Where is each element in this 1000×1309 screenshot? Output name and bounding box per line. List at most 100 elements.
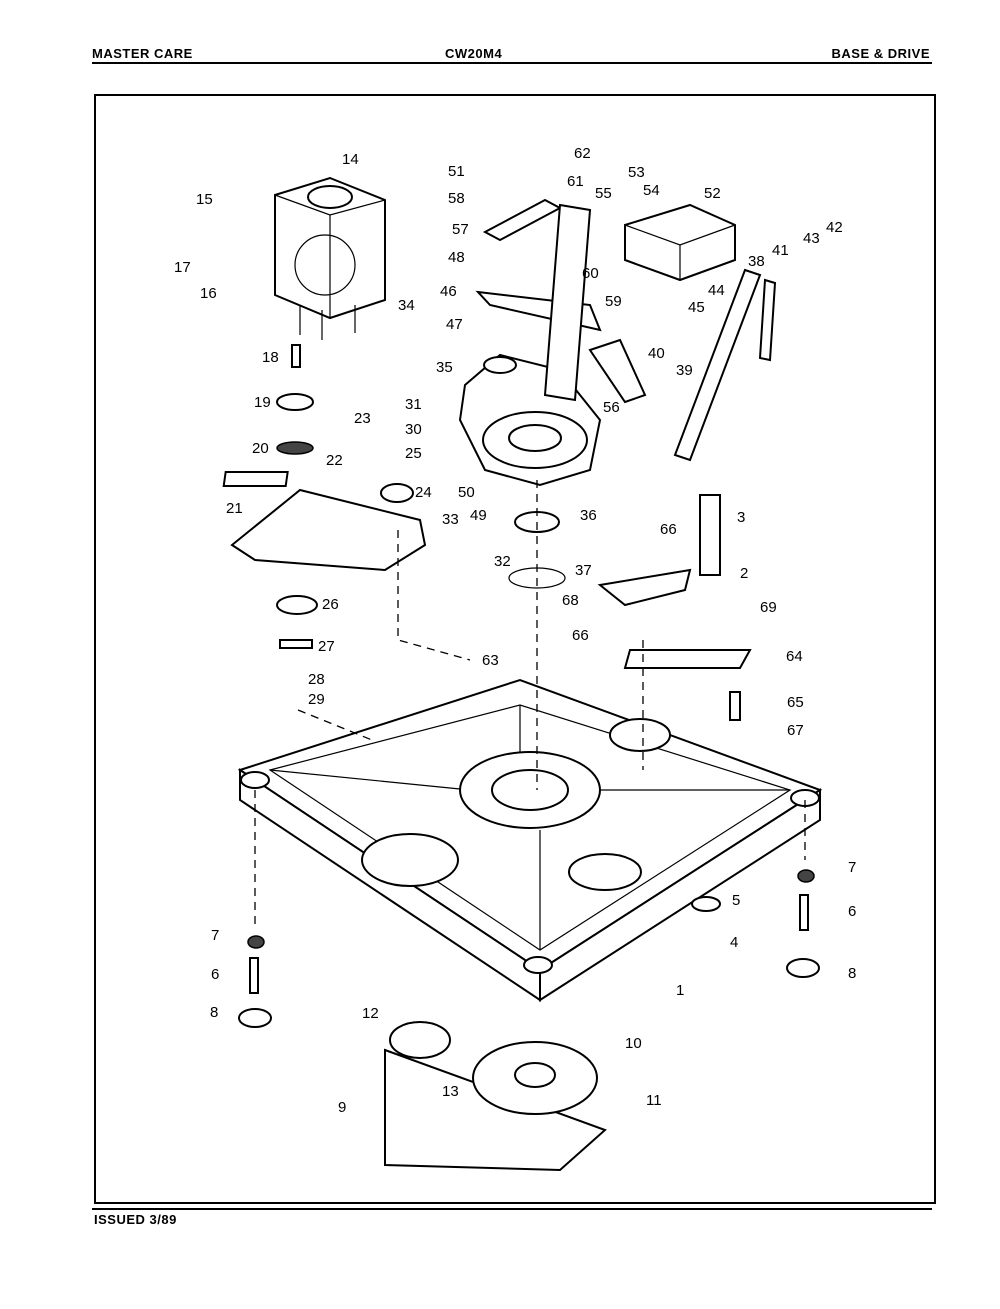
callout-49: 49: [470, 507, 487, 524]
arm-41: [758, 278, 777, 362]
callout-63: 63: [482, 652, 499, 669]
callout-18: 18: [262, 349, 279, 366]
callout-36: 36: [580, 507, 597, 524]
callout-44: 44: [708, 282, 725, 299]
transmission-housing: [458, 353, 602, 487]
nut-7-right: [797, 869, 815, 883]
callout-56: 56: [603, 399, 620, 416]
callout-27: 27: [318, 638, 335, 655]
callout-43: 43: [803, 230, 820, 247]
callout-12: 12: [362, 1005, 379, 1022]
callout-5: 5: [732, 892, 740, 909]
callout-6b: 6: [848, 903, 856, 920]
spring-65: [729, 691, 741, 721]
bracket-64: [623, 649, 752, 669]
callout-31: 31: [405, 396, 422, 413]
callout-45: 45: [688, 299, 705, 316]
grommet-24: [380, 483, 414, 503]
callout-11: 11: [646, 1092, 662, 1109]
callout-20: 20: [252, 440, 269, 457]
link-bar: [543, 203, 592, 402]
pulley-12: [389, 1021, 451, 1059]
callout-13: 13: [442, 1083, 459, 1100]
bracket-56: [588, 338, 647, 404]
center-line-motor: [397, 530, 471, 661]
callout-48: 48: [448, 249, 465, 266]
motor-mounting-plate: [230, 488, 427, 572]
callout-38: 38: [748, 253, 765, 270]
callout-17: 17: [174, 259, 191, 276]
callout-37: 37: [575, 562, 592, 579]
pulley-hub-26: [276, 595, 318, 615]
callout-68: 68: [562, 592, 579, 609]
pin-18: [291, 344, 301, 368]
callout-23: 23: [354, 410, 371, 427]
callout-29: 29: [308, 691, 325, 708]
foot-8-left: [238, 1008, 272, 1028]
nut-7-left: [247, 935, 265, 949]
callout-35: 35: [436, 359, 453, 376]
header-section: BASE & DRIVE: [831, 46, 930, 61]
callout-3: 3: [737, 509, 745, 526]
spring-3: [699, 494, 721, 576]
callout-65: 65: [787, 694, 804, 711]
issued-date: ISSUED 3/89: [94, 1212, 177, 1227]
callout-66a: 66: [660, 521, 677, 538]
callout-25: 25: [405, 445, 422, 462]
callout-42: 42: [826, 219, 843, 236]
callout-61: 61: [567, 173, 584, 190]
callout-24: 24: [415, 484, 432, 501]
washer-20: [276, 441, 314, 455]
callout-64: 64: [786, 648, 803, 665]
bracket-68: [597, 568, 692, 607]
callout-41: 41: [772, 242, 789, 259]
callout-26: 26: [322, 596, 339, 613]
header-rule: [92, 62, 932, 64]
callout-59: 59: [605, 293, 622, 310]
callout-55: 55: [595, 185, 612, 202]
pulley-10-hub: [514, 1062, 556, 1088]
callout-46: 46: [440, 283, 457, 300]
callout-8b: 8: [848, 965, 856, 982]
callout-62: 62: [574, 145, 591, 162]
callout-7a: 7: [211, 927, 219, 944]
callout-10: 10: [625, 1035, 642, 1052]
callout-47: 47: [446, 316, 463, 333]
diagram-frame: [94, 94, 936, 1204]
footer-rule: [92, 1208, 932, 1210]
callout-2: 2: [740, 565, 748, 582]
bolt-6-left: [249, 957, 259, 994]
callout-6a: 6: [211, 966, 219, 983]
callout-21: 21: [226, 500, 243, 517]
callout-9: 9: [338, 1099, 346, 1116]
callout-34: 34: [398, 297, 415, 314]
header-brand: MASTER CARE: [92, 46, 193, 61]
callout-66b: 66: [572, 627, 589, 644]
arm-57: [482, 198, 563, 242]
callout-7b: 7: [848, 859, 856, 876]
callout-16: 16: [200, 285, 217, 302]
foot-8-right: [786, 958, 820, 978]
callout-60: 60: [582, 265, 599, 282]
callout-33: 33: [442, 511, 459, 528]
cap-27: [279, 639, 313, 649]
pulley-19: [276, 393, 314, 411]
solenoid-52: [624, 203, 736, 282]
callout-50: 50: [458, 484, 475, 501]
callout-28: 28: [308, 671, 325, 688]
callout-4: 4: [730, 934, 738, 951]
header-model: CW20M4: [445, 46, 503, 61]
motor: [274, 176, 386, 340]
callout-52: 52: [704, 185, 721, 202]
callout-53: 53: [628, 164, 645, 181]
callout-69: 69: [760, 599, 777, 616]
callout-67: 67: [787, 722, 804, 739]
base-plate: [237, 678, 823, 1002]
callout-32: 32: [494, 553, 511, 570]
callout-22: 22: [326, 452, 343, 469]
callout-8a: 8: [210, 1004, 218, 1021]
washer-5: [691, 896, 721, 912]
callout-14: 14: [342, 151, 359, 168]
